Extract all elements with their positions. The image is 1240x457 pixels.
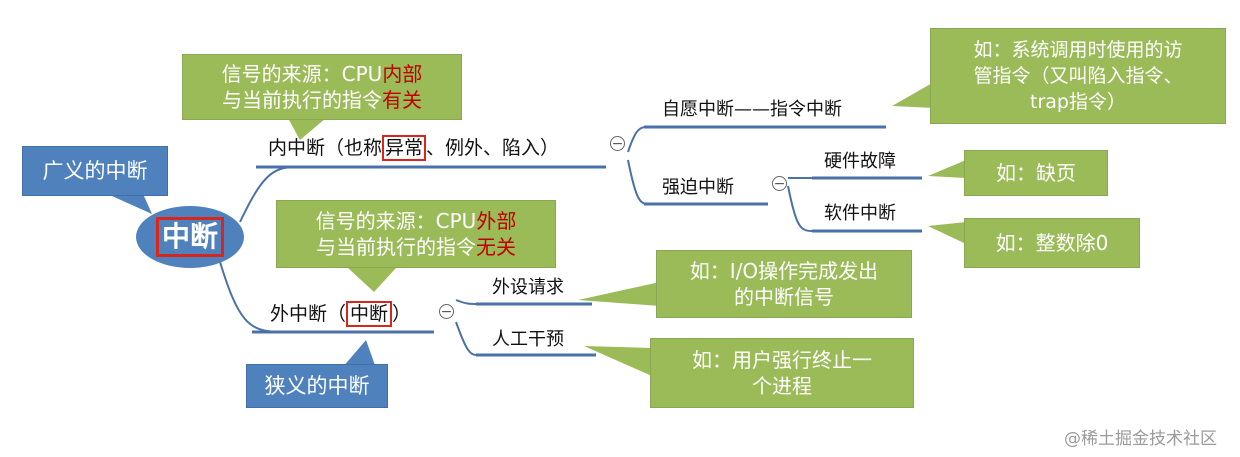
manual-intervention-node[interactable]: 人工干预 xyxy=(492,329,564,350)
hardware-note-callout: 如：缺页 xyxy=(964,150,1108,196)
pointer-software-note xyxy=(928,222,966,244)
pointer-peripheral-note xyxy=(578,282,660,306)
exception-highlight: 异常 xyxy=(382,135,427,161)
pointer-narrow-label xyxy=(342,340,376,368)
pointer-manual-note xyxy=(584,346,652,376)
forced-interrupt-node[interactable]: 强迫中断 xyxy=(662,177,734,198)
watermark: @稀土掘金技术社区 xyxy=(1064,429,1217,449)
hardware-fault-node[interactable]: 硬件故障 xyxy=(824,151,896,172)
narrow-interrupt-label: 狭义的中断 xyxy=(246,364,388,408)
forced-collapse-button[interactable]: − xyxy=(772,176,787,192)
voluntary-note-callout: 如：系统调用时使用的访 管指令（又叫陷入指令、 trap指令） xyxy=(930,28,1226,124)
internal-interrupt-node[interactable]: 内中断（也称异常、例外、陷入） xyxy=(268,135,560,161)
pointer-voluntary-note xyxy=(892,82,934,108)
pointer-internal-source xyxy=(288,118,326,140)
broad-interrupt-label: 广义的中断 xyxy=(22,146,168,196)
internal-collapse-button[interactable]: − xyxy=(610,136,625,152)
external-collapse-button[interactable]: − xyxy=(439,304,454,320)
peripheral-request-node[interactable]: 外设请求 xyxy=(492,277,564,298)
pointer-hardware-note xyxy=(928,160,966,178)
pointer-external-source xyxy=(348,268,396,292)
root-node[interactable]: 中断 xyxy=(136,206,244,268)
voluntary-interrupt-node[interactable]: 自愿中断——指令中断 xyxy=(662,99,842,120)
root-label: 中断 xyxy=(155,217,224,257)
external-source-callout: 信号的来源：CPU外部 与当前执行的指令无关 xyxy=(276,200,556,268)
internal-source-callout: 信号的来源：CPU内部 与当前执行的指令有关 xyxy=(182,54,462,120)
pointer-broad-label xyxy=(112,196,152,214)
peripheral-note-callout: 如：I/O操作完成发出 的中断信号 xyxy=(656,250,912,318)
external-interrupt-node[interactable]: 外中断（中断） xyxy=(270,301,412,327)
manual-note-callout: 如：用户强行终止一 个进程 xyxy=(650,338,914,408)
software-interrupt-node[interactable]: 软件中断 xyxy=(824,203,896,224)
interrupt-highlight: 中断 xyxy=(346,301,393,327)
software-note-callout: 如：整数除0 xyxy=(964,218,1140,268)
